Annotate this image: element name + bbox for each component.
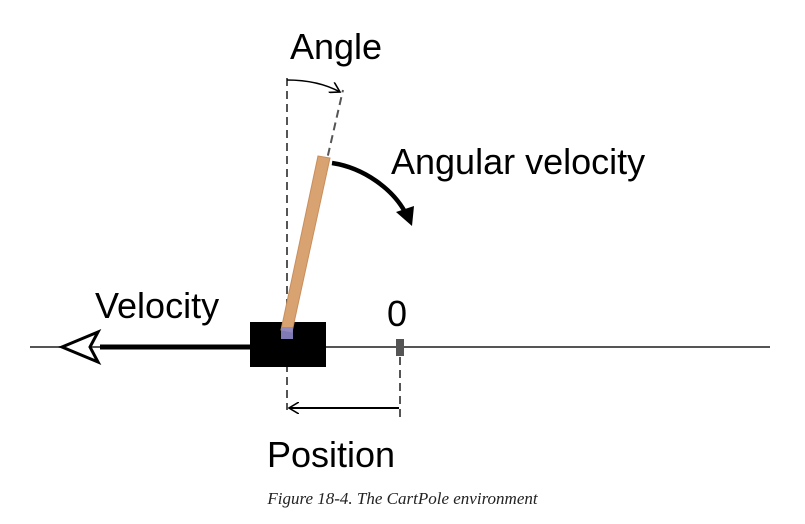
angle-label: Angle: [290, 26, 382, 67]
position-label: Position: [267, 434, 395, 475]
angular-velocity-arrowhead: [396, 206, 414, 226]
origin-label: 0: [387, 293, 407, 334]
pivot-joint: [281, 327, 293, 339]
angle-arc: [286, 79, 340, 92]
angular-velocity-arrow: [331, 160, 407, 214]
velocity-label: Velocity: [95, 285, 219, 326]
pole: [280, 155, 331, 333]
origin-marker: [396, 339, 404, 356]
angular-velocity-label: Angular velocity: [391, 141, 645, 182]
velocity-arrowhead: [58, 329, 102, 365]
figure-caption: Figure 18-4. The CartPole environment: [267, 489, 538, 508]
